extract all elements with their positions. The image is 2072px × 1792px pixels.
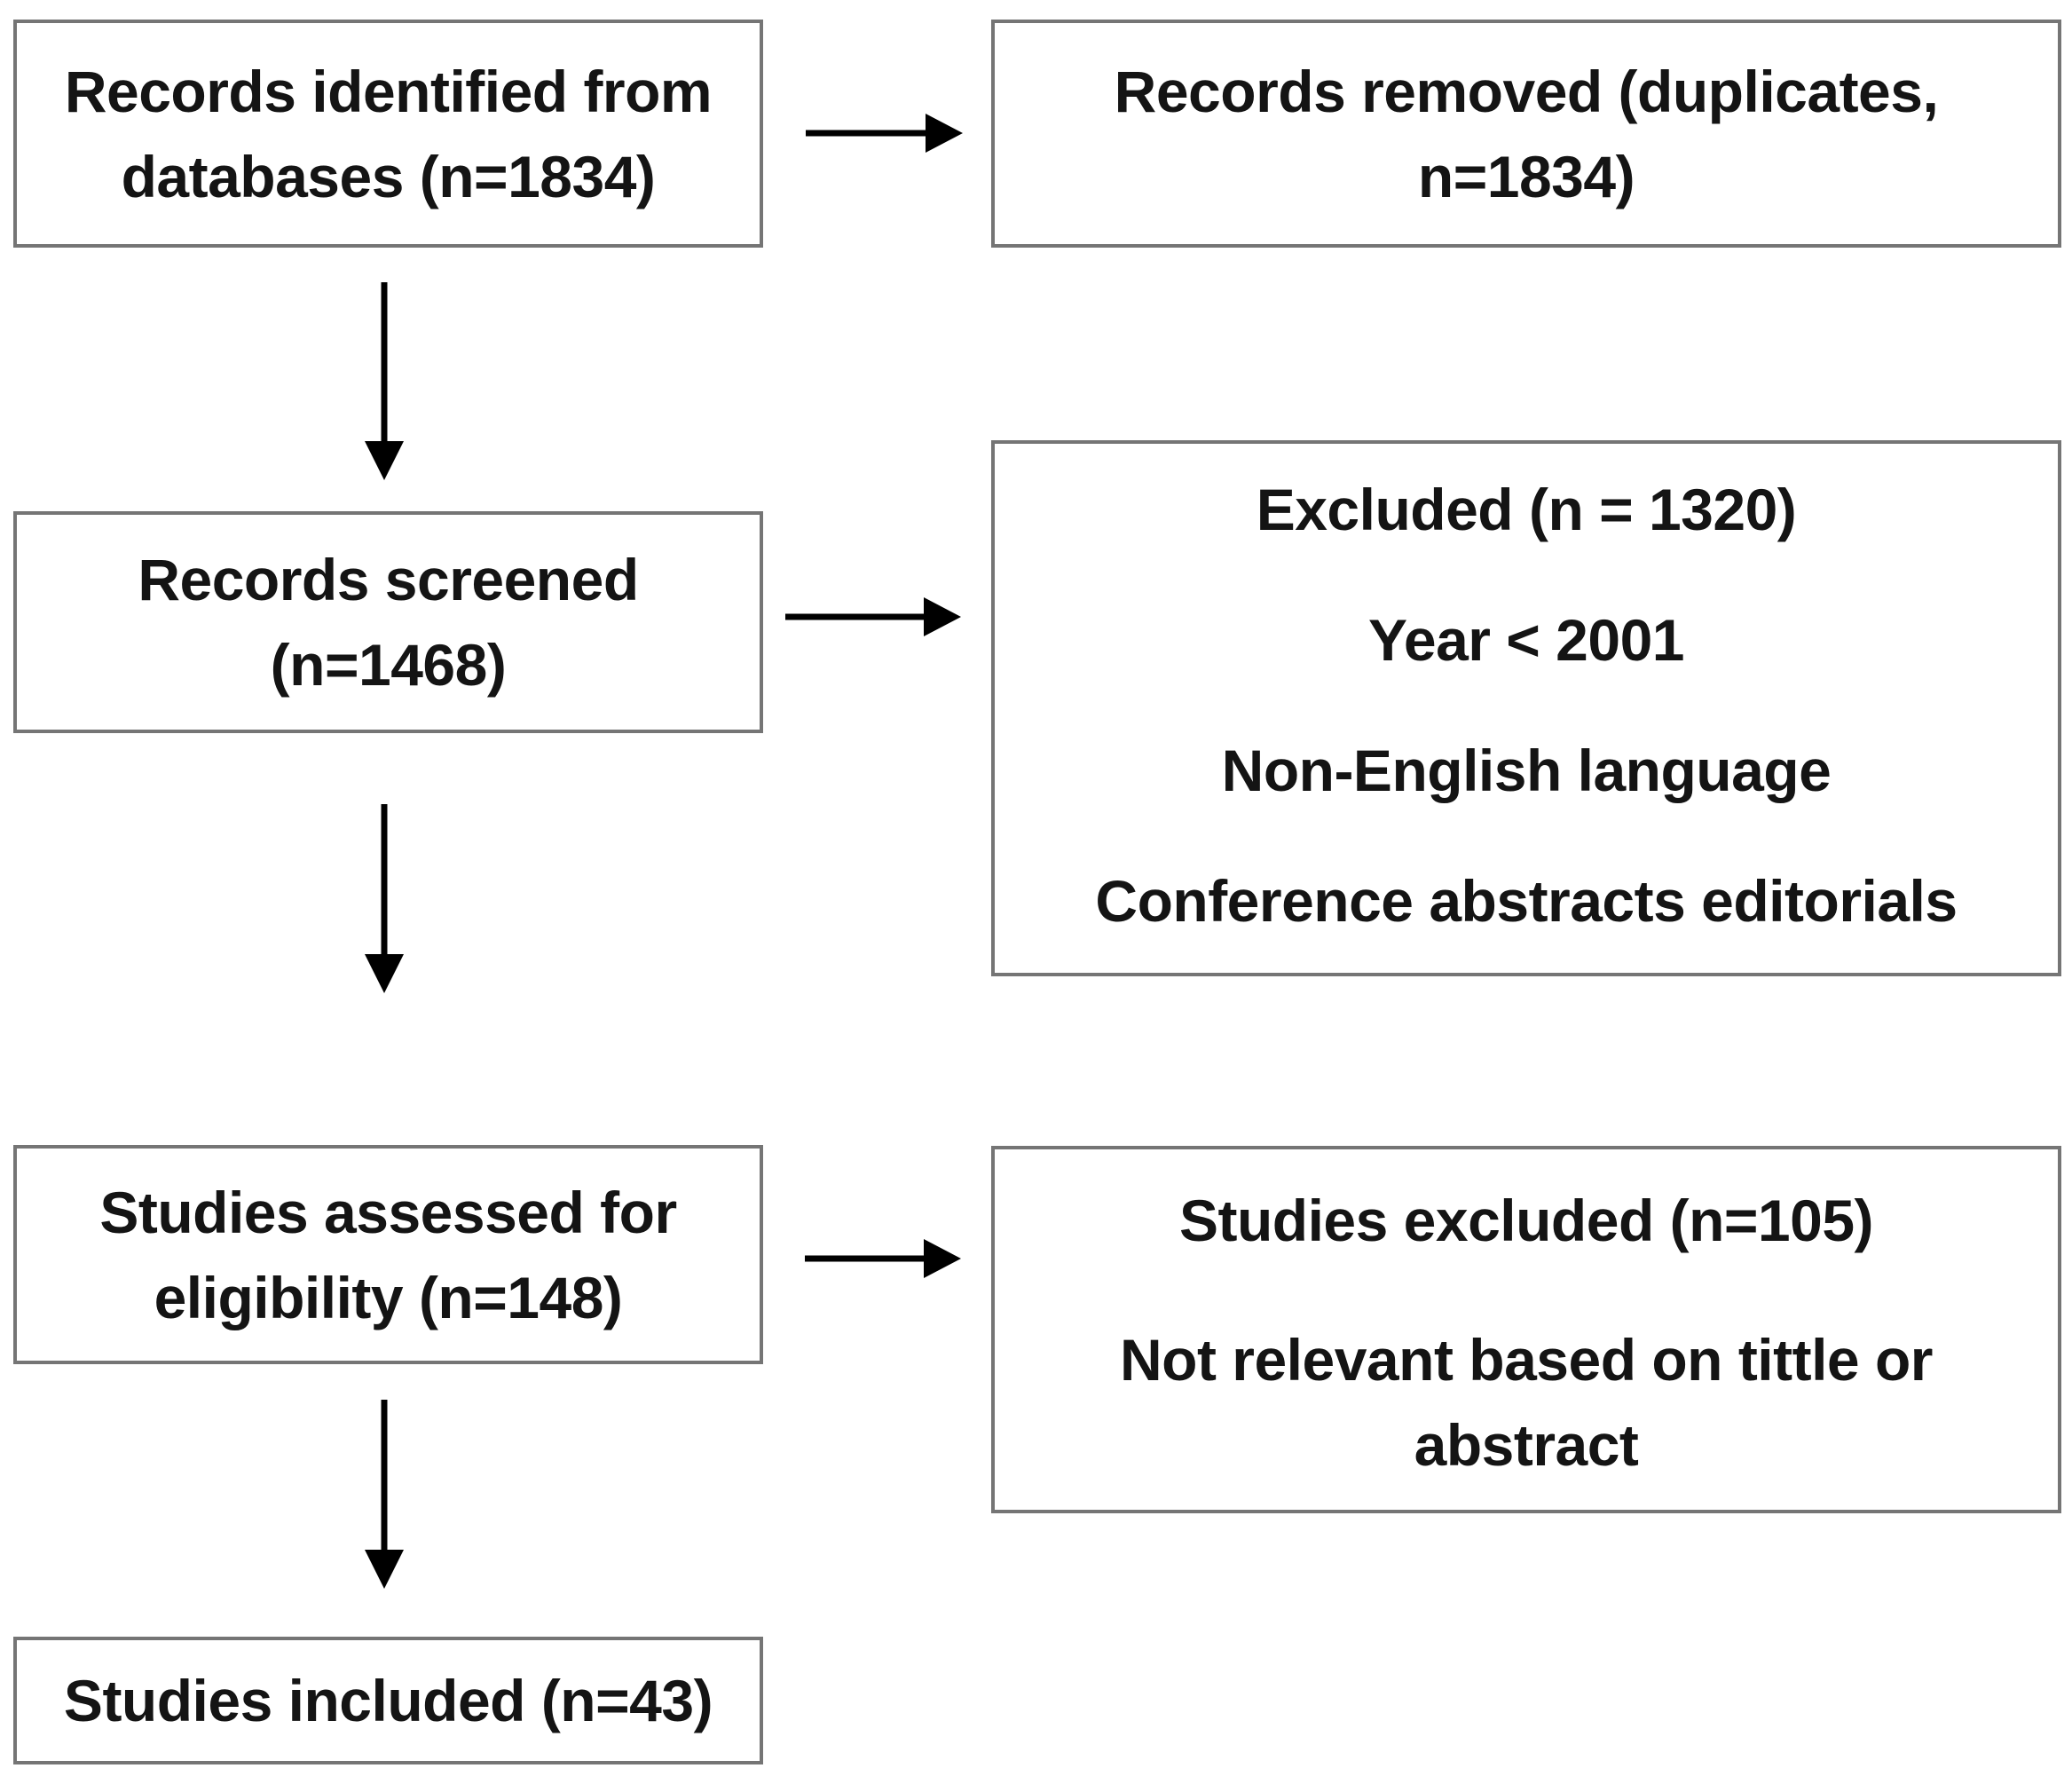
- box-text-line: Non-English language: [1221, 738, 1832, 803]
- box-text-line: databases (n=1834): [121, 143, 656, 209]
- box-text-line: Records identified from: [64, 58, 713, 124]
- box-text-line: Not relevant based on tittle or: [1120, 1327, 1933, 1393]
- arrow-right-identified-to-removed-icon: [806, 114, 963, 153]
- box-records-identified: Records identified from databases (n=183…: [13, 20, 763, 248]
- box-text-line: Studies included (n=43): [63, 1668, 713, 1733]
- arrow-right-assessed-to-studies-excluded-icon: [805, 1239, 961, 1278]
- box-text-line: n=1834): [1417, 143, 1635, 209]
- box-studies-assessed: Studies assessed for eligibility (n=148): [13, 1145, 763, 1364]
- box-text-line: Records screened: [138, 547, 639, 612]
- arrow-down-identified-to-screened-icon: [365, 282, 404, 480]
- box-text-line: Excluded (n = 1320): [1256, 477, 1797, 542]
- box-text-line: abstract: [1414, 1412, 1639, 1478]
- arrow-down-assessed-to-included-icon: [365, 1400, 404, 1589]
- arrow-down-screened-to-assessed-icon: [365, 804, 404, 993]
- box-text-line: (n=1468): [270, 632, 507, 698]
- box-text-line: Studies assessed for: [99, 1179, 677, 1245]
- box-text-line: eligibility (n=148): [154, 1264, 623, 1330]
- box-text-line: Conference abstracts editorials: [1095, 868, 1958, 934]
- box-studies-included: Studies included (n=43): [13, 1637, 763, 1764]
- box-records-removed: Records removed (duplicates, n=1834): [991, 20, 2061, 248]
- box-text-line: Studies excluded (n=105): [1178, 1188, 1874, 1253]
- box-text-line: Records removed (duplicates,: [1114, 58, 1939, 124]
- arrow-right-screened-to-excluded-icon: [785, 597, 961, 636]
- box-records-screened: Records screened (n=1468): [13, 511, 763, 733]
- box-studies-excluded: Studies excluded (n=105) Not relevant ba…: [991, 1146, 2061, 1513]
- box-excluded-reasons: Excluded (n = 1320) Year < 2001 Non-Engl…: [991, 440, 2061, 976]
- box-text-line: Year < 2001: [1367, 607, 1685, 673]
